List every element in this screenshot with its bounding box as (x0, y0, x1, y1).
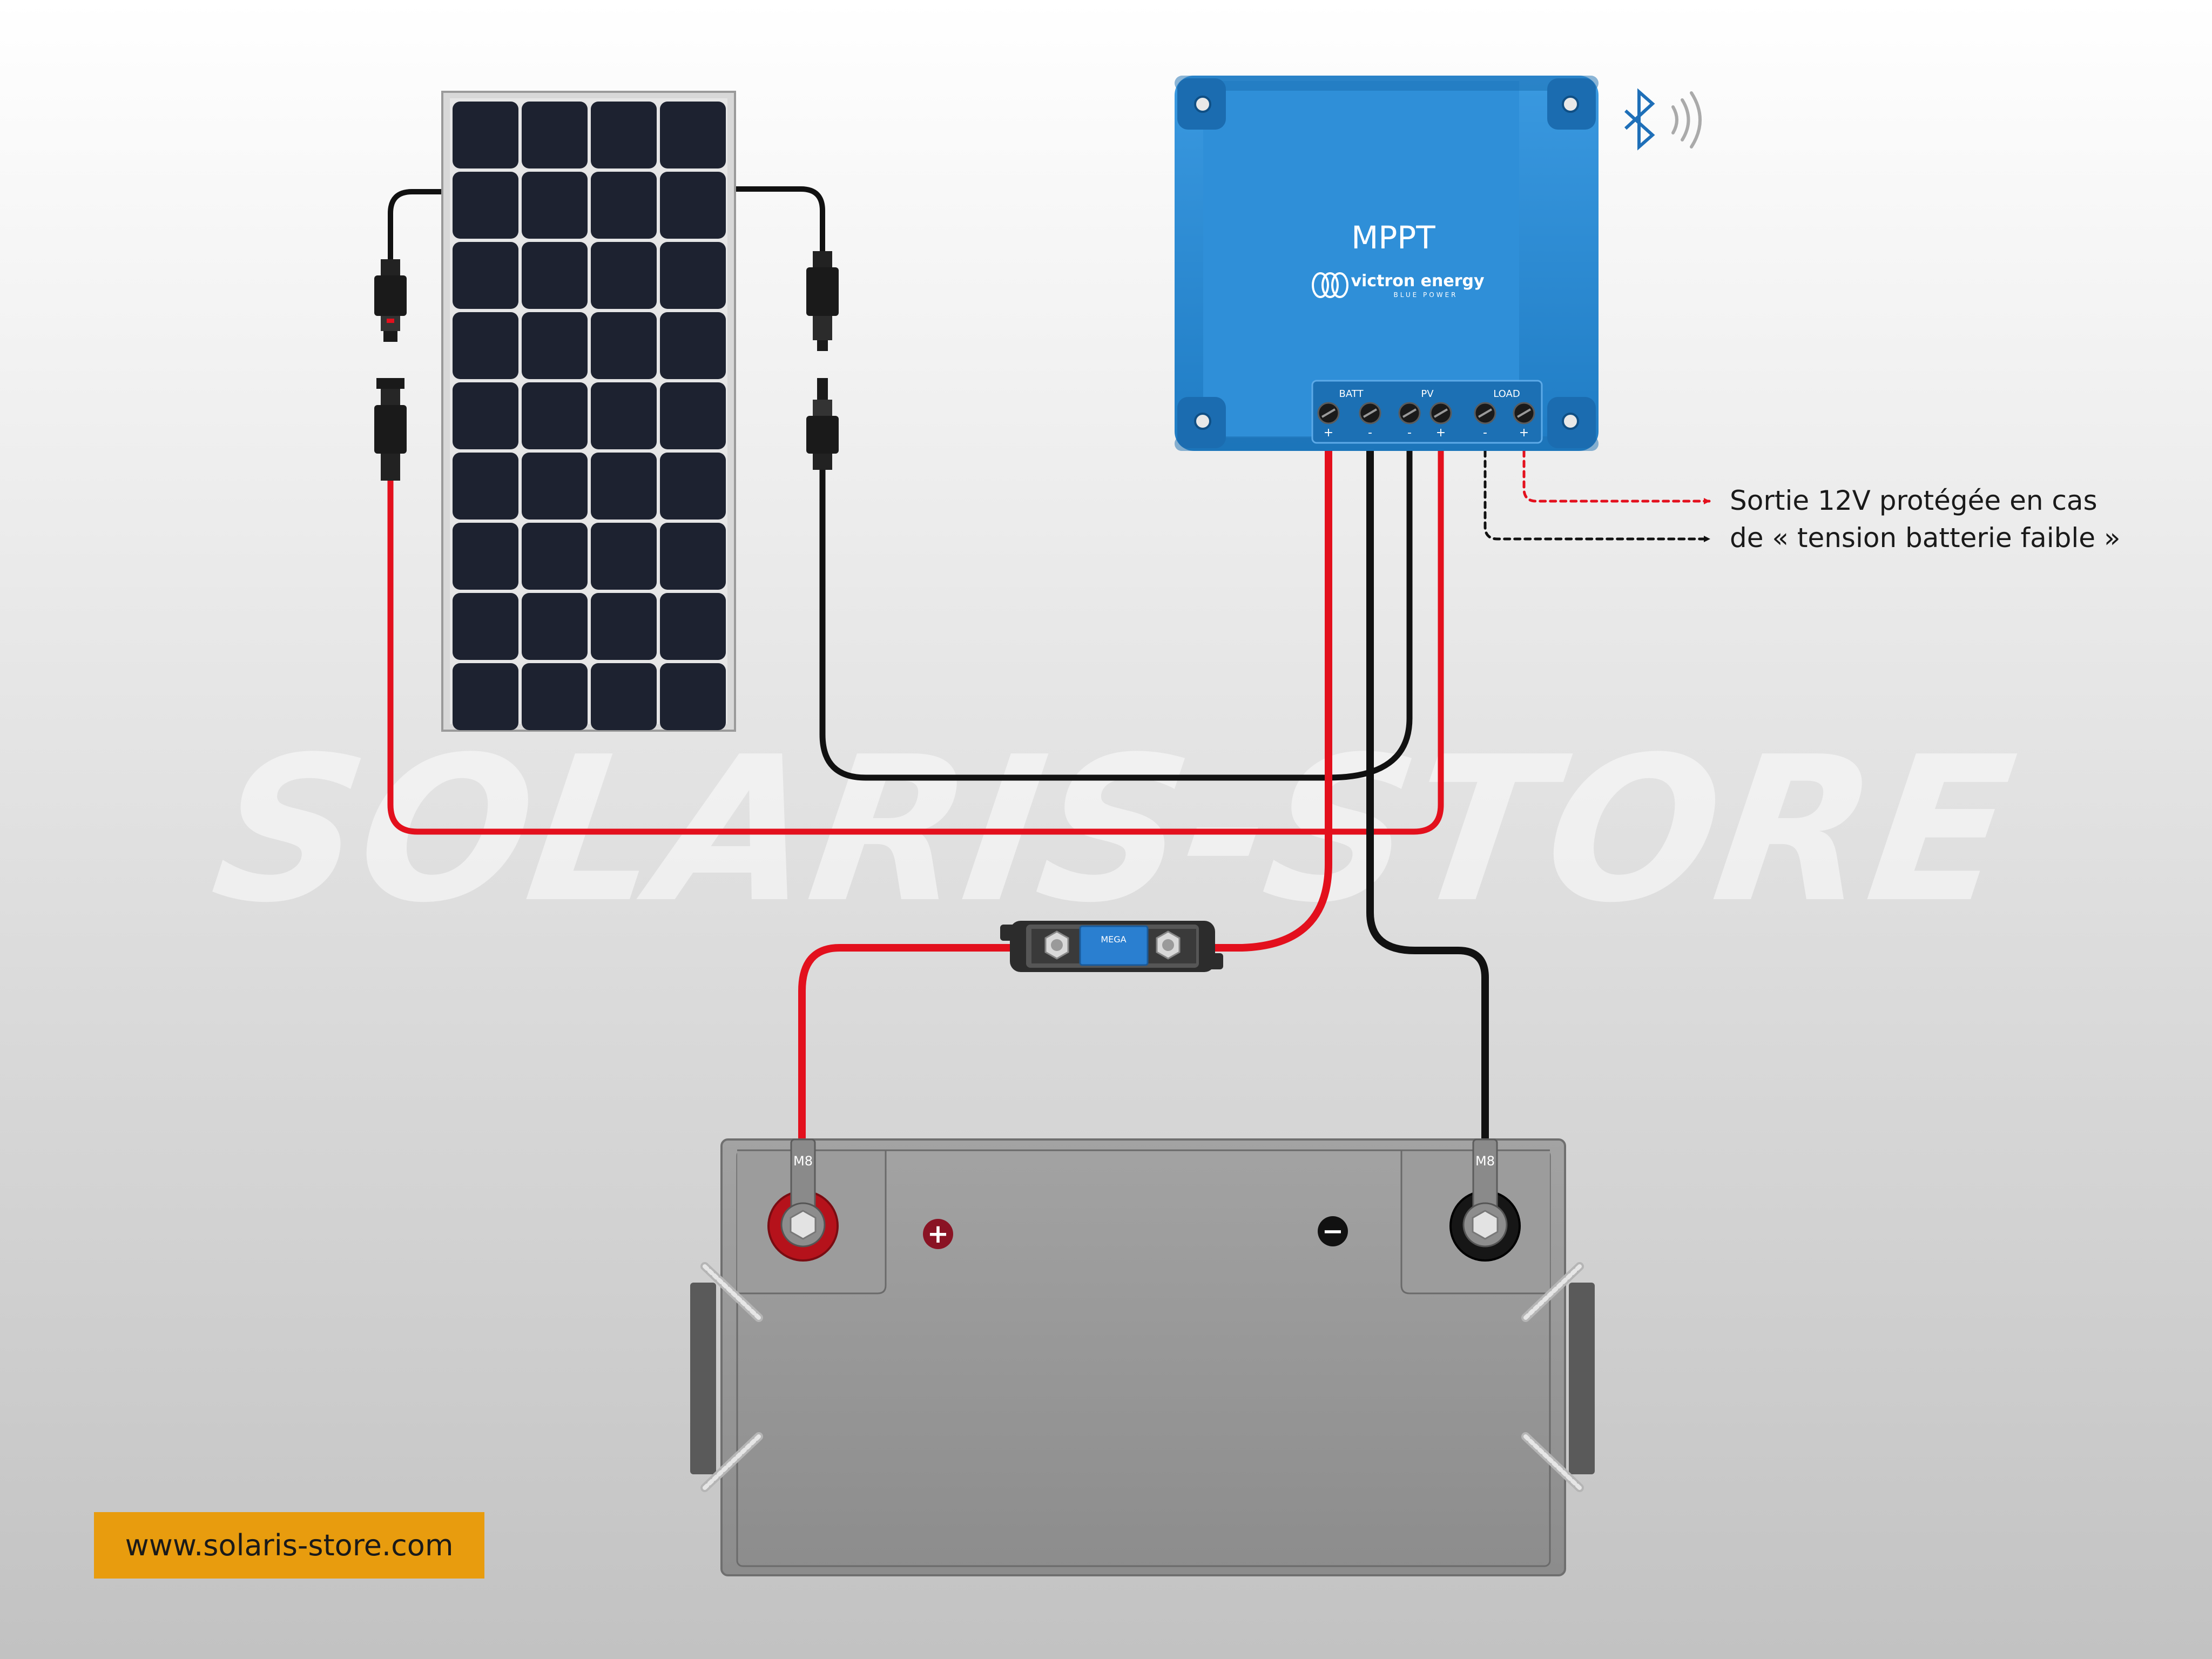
solar-cell (522, 382, 588, 449)
brand-name: victron energy (1351, 272, 1484, 291)
plus-symbol: + (927, 1219, 949, 1249)
minus-symbol: − (1322, 1216, 1344, 1246)
annotation-line-1: Sortie 12V protégée en cas (1730, 485, 2098, 516)
solar-cell (522, 102, 588, 168)
screw-slot (1516, 408, 1532, 418)
screw-slot (1478, 408, 1493, 418)
load-out-positive (1522, 449, 1711, 504)
fuse-bolt-right-icon (1156, 930, 1181, 960)
victron-logo-icon (1312, 272, 1348, 298)
solar-cell (522, 593, 588, 660)
solar-cell (591, 172, 657, 239)
terminal-sign: - (1483, 426, 1487, 440)
terminal-sign: + (1519, 426, 1529, 440)
mc4-connector-left (374, 259, 407, 481)
solar-cell (453, 523, 518, 590)
mppt-title: MPPT (1351, 219, 1435, 256)
solar-cell (522, 242, 588, 309)
solar-cell (591, 593, 657, 660)
solar-cell (453, 663, 518, 730)
solar-cell (660, 382, 726, 449)
solar-cell (453, 172, 518, 239)
mounting-holes (1177, 78, 1596, 448)
solar-cell (660, 312, 726, 379)
load-out-negative (1483, 449, 1711, 542)
solar-cell (591, 312, 657, 379)
solar-cell (522, 312, 588, 379)
solar-cell (453, 102, 518, 168)
solar-cell (453, 453, 518, 520)
solar-cell (660, 102, 726, 168)
wire-fuse-to-battery (798, 944, 1030, 1149)
solar-cell (591, 102, 657, 168)
solar-cell (591, 523, 657, 590)
fuse-bolt-left-icon (1044, 930, 1069, 960)
screw-slot (1402, 408, 1417, 418)
solar-panel (441, 91, 736, 732)
terminal-block (1311, 380, 1543, 444)
panel-cells (453, 102, 726, 730)
solar-cell (660, 593, 726, 660)
wire-pv-positive (387, 429, 1444, 835)
terminals: + - - + - + (1317, 402, 1535, 440)
terminal-group-load: LOAD (1493, 388, 1520, 400)
wire-batt-positive (1206, 428, 1332, 952)
battery-terminal-negative: M8 (1449, 1138, 1521, 1262)
terminal-sign: + (1324, 426, 1333, 440)
solar-cell (591, 663, 657, 730)
battery-handle-left (690, 1262, 763, 1492)
terminal-sign: + (1436, 426, 1446, 440)
solar-cell (522, 453, 588, 520)
fuse-label: MEGA (1101, 934, 1126, 945)
terminal-group-batt: BATT (1339, 388, 1364, 400)
wires (387, 186, 1711, 1149)
solar-cell (591, 242, 657, 309)
solar-cell (660, 242, 726, 309)
brand-sub: BLUE POWER (1394, 291, 1458, 299)
terminal-sign: - (1407, 426, 1412, 440)
solar-cell (453, 312, 518, 379)
battery: M8 M8 + − (690, 1138, 1595, 1576)
battery-terminal-positive: M8 (767, 1138, 839, 1262)
annotation-line-2: de « tension batterie faible » (1730, 522, 2121, 554)
plus-symbol-icon (923, 1219, 953, 1249)
minus-symbol-icon (1318, 1216, 1348, 1246)
bluetooth-icon (1624, 88, 1655, 151)
solar-cell (660, 453, 726, 520)
wire-panel-lead-right (730, 186, 825, 254)
solar-cell (522, 663, 588, 730)
screw-slot (1363, 408, 1378, 418)
screw-slot (1433, 408, 1448, 418)
wire-panel-lead-left (388, 189, 456, 262)
wireless-signal-icon (1671, 91, 1702, 149)
terminal-size-left: M8 (793, 1154, 813, 1169)
mppt-controller: MPPT victron energy BLUE POWER BATT PV L… (1175, 76, 1599, 451)
solar-cell (453, 382, 518, 449)
solar-cell (522, 523, 588, 590)
solar-cell (453, 593, 518, 660)
solar-cell (591, 382, 657, 449)
mega-fuse: MEGA (1000, 921, 1223, 972)
solar-cell (453, 242, 518, 309)
solar-cell (660, 663, 726, 730)
solar-cell (660, 523, 726, 590)
screw-slot (1321, 408, 1336, 418)
solar-cell (660, 172, 726, 239)
terminal-sign: - (1368, 426, 1372, 440)
mc4-connector-right (806, 251, 839, 470)
battery-handle-right (1521, 1262, 1595, 1492)
wire-batt-negative (1366, 428, 1489, 1149)
website-badge[interactable]: www.solaris-store.com (94, 1512, 484, 1579)
terminal-size-right: M8 (1475, 1154, 1495, 1169)
terminal-group-pv: PV (1421, 388, 1434, 400)
solar-cell (522, 172, 588, 239)
solar-cell (591, 453, 657, 520)
